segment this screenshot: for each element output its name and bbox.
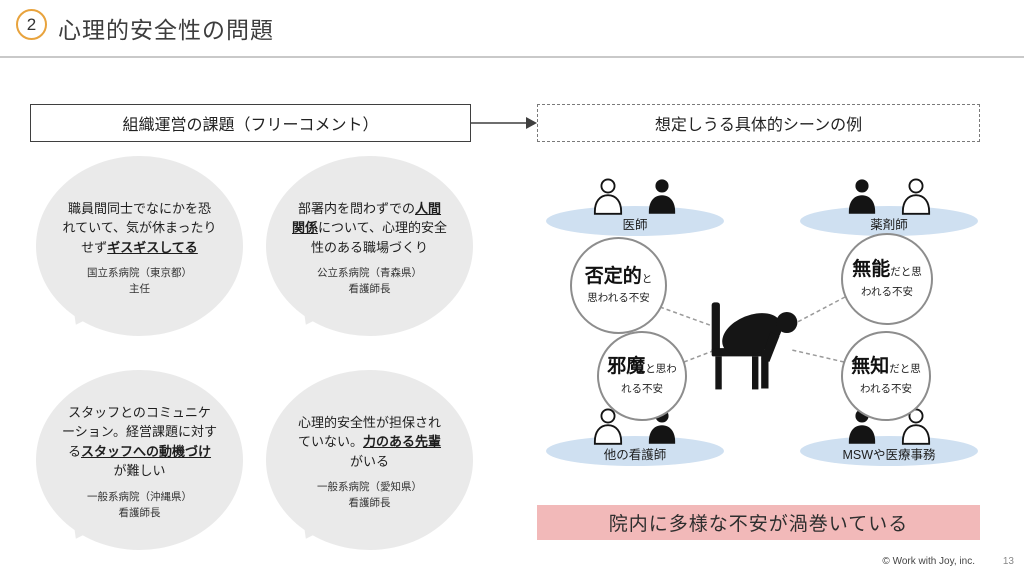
anxiety-circle-ignorant: 無知だと思われる不安	[841, 331, 931, 421]
person-icon	[848, 179, 876, 214]
left-section-title: 組織運営の課題（フリーコメント）	[30, 104, 471, 142]
group-icons	[546, 174, 724, 218]
comment-emphasis: ギスギスしてる	[107, 239, 198, 255]
comment-source-role: 主任	[129, 282, 150, 295]
comment-text-segment: 職員間同士でなにかを恐れていて、気が休まったりせず	[62, 200, 217, 255]
anxiety-circle-incompetent: 無能だと思われる不安	[841, 233, 933, 325]
right-section-title: 想定しうる具体的シーンの例	[537, 104, 980, 142]
anxiety-keyword: 無能	[852, 259, 891, 281]
right-arrow-icon	[471, 117, 537, 129]
group-label: 他の看護師	[603, 448, 667, 462]
anxiety-rest: と思われる不安	[587, 272, 653, 305]
page-number: 13	[1002, 556, 1014, 567]
comment-emphasis: スタッフへの動機づけ	[81, 443, 212, 459]
comment-text-segment: について、心理的安全性のある職場づくり	[310, 220, 447, 255]
group-ellipse	[800, 206, 978, 236]
comment-text-segment: 部署内を問わずでの	[297, 200, 415, 216]
group-label: MSWや医療事務	[842, 448, 936, 462]
comment-source-hospital: 一般系病院（愛知県）	[317, 481, 422, 493]
group-pharmacists: 薬剤師	[800, 158, 978, 242]
page-title: 心理的安全性の問題	[58, 17, 274, 43]
comment-source-hospital: 公立系病院（青森県）	[317, 267, 422, 279]
group-label: 薬剤師	[870, 218, 908, 232]
comment-emphasis: 人間関係	[292, 200, 442, 236]
group-other-nurses: 他の看護師	[546, 388, 724, 472]
anxiety-circle-intrusive: 邪魔と思われる不安	[597, 331, 687, 421]
person-icon	[648, 179, 676, 214]
comment-text: 部署内を問わずでの人間関係について、心理的安全性のある職場づくり	[292, 199, 447, 258]
slide-number-badge: 2	[16, 9, 47, 40]
comment-source: 一般系病院（沖縄県） 看護師長	[87, 490, 192, 522]
conclusion-banner: 院内に多様な不安が渦巻いている	[537, 505, 980, 540]
anxiety-rest: だと思われる不安	[861, 266, 922, 298]
person-icon	[593, 178, 623, 215]
anxiety-rest: だと思われる不安	[860, 363, 921, 395]
group-doctors: 医師	[546, 158, 724, 242]
group-icons	[800, 174, 978, 218]
comment-text-segment: スタッフとのコミュニケーション。経営課題に対する	[62, 404, 217, 459]
comment-source-hospital: 国立系病院（東京都）	[87, 267, 192, 279]
person-icon	[901, 178, 931, 215]
group-ellipse	[546, 206, 724, 236]
copyright: © Work with Joy, inc.	[882, 556, 975, 567]
comment-bubble: 職員間同士でなにかを恐れていて、気が休まったりせずギスギスしてる 国立系病院（東…	[36, 156, 243, 336]
anxiety-circle-negative: 否定的と思われる不安	[570, 237, 667, 334]
anxiety-keyword: 無知	[851, 356, 890, 378]
slumped-person-icon	[711, 302, 798, 390]
comment-text-segment: がいる	[349, 453, 389, 469]
anxiety-keyword: 否定的	[584, 265, 642, 287]
comment-bubble: 心理的安全性が担保されていない。力のある先輩がいる 一般系病院（愛知県） 看護師…	[266, 370, 473, 550]
group-ellipse	[546, 436, 724, 466]
comment-source-hospital: 一般系病院（沖縄県）	[87, 490, 192, 503]
group-msw-clerks: MSWや医療事務	[800, 388, 978, 472]
group-label: 医師	[622, 218, 648, 232]
anxiety-rest: と思われる不安	[621, 363, 677, 395]
comment-source-role: 看護師長	[118, 506, 161, 519]
group-ellipse	[800, 436, 978, 466]
comment-source: 国立系病院（東京都） 主任	[87, 266, 192, 298]
header-divider	[0, 56, 1024, 58]
comment-emphasis: 力のある先輩	[363, 434, 442, 449]
comment-text: スタッフとのコミュニケーション。経営課題に対するスタッフへの動機づけが難しい	[62, 403, 217, 481]
comment-text-segment: が難しい	[113, 463, 166, 479]
badge-number: 2	[26, 14, 37, 34]
comment-bubble: 部署内を問わずでの人間関係について、心理的安全性のある職場づくり 公立系病院（青…	[266, 156, 473, 336]
comment-source: 公立系病院（青森県） 看護師長	[317, 266, 422, 298]
comment-text: 心理的安全性が担保されていない。力のある先輩がいる	[292, 413, 447, 472]
anxiety-keyword: 邪魔	[607, 356, 646, 378]
comment-source-role: 看護師長	[348, 282, 391, 295]
comment-bubble: スタッフとのコミュニケーション。経営課題に対するスタッフへの動機づけが難しい 一…	[36, 370, 243, 550]
comment-source: 一般系病院（愛知県） 看護師長	[317, 480, 422, 512]
comment-text-segment: 心理的安全性が担保されていない。	[297, 414, 441, 450]
comment-source-role: 看護師長	[348, 496, 391, 509]
comment-text: 職員間同士でなにかを恐れていて、気が休まったりせずギスギスしてる	[62, 199, 217, 258]
